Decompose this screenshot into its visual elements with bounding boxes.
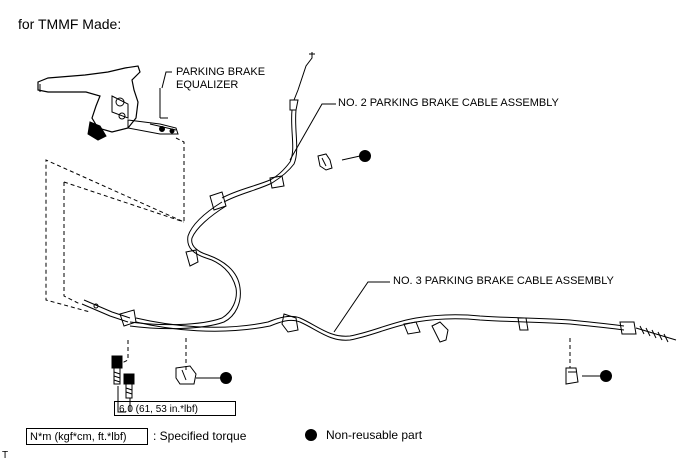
mounting-bolt-1 <box>111 355 123 385</box>
nonreusable-dot-icon <box>305 429 317 441</box>
equalizer-bracket <box>159 88 168 119</box>
no2-cable-clip <box>317 153 333 171</box>
parking-brake-lever <box>37 65 141 141</box>
legend-torque-description: : Specified torque <box>153 429 247 443</box>
page-title: for TMMF Made: <box>18 16 122 32</box>
legend-torque-box: N*m (kgf*cm, ft.*lbf) <box>26 428 148 445</box>
legend-nonreusable-text: Non-reusable part <box>326 428 423 442</box>
lower-cable-clip <box>175 365 197 385</box>
cable2-leader-line <box>289 103 336 161</box>
equalizer-label: PARKING BRAKE EQUALIZER <box>176 66 266 91</box>
rear-cable-clip <box>565 367 579 385</box>
clip-leader-line <box>341 155 361 161</box>
no3-cable-assembly <box>81 299 677 343</box>
cable3-leader-line <box>333 281 390 333</box>
cable3-label: NO. 3 PARKING BRAKE CABLE ASSEMBLY <box>393 275 614 287</box>
legend-nonreusable: Non-reusable part <box>305 428 422 442</box>
nonreusable-marker-1 <box>359 150 371 162</box>
mounting-bolt-2 <box>123 373 135 399</box>
torque-leader-line <box>117 386 131 413</box>
corner-letter: T <box>2 450 9 461</box>
parking-brake-equalizer <box>127 119 179 135</box>
nonreusable-marker-3 <box>600 370 612 382</box>
equalizer-leader-line <box>161 71 172 89</box>
no2-cable-assembly <box>129 52 315 330</box>
nonreusable-marker-2 <box>220 372 232 384</box>
torque-value-box: 6.0 (61, 53 in.*lbf) <box>114 401 236 416</box>
dashed-outline <box>45 137 571 372</box>
cable2-label: NO. 2 PARKING BRAKE CABLE ASSEMBLY <box>338 97 559 109</box>
